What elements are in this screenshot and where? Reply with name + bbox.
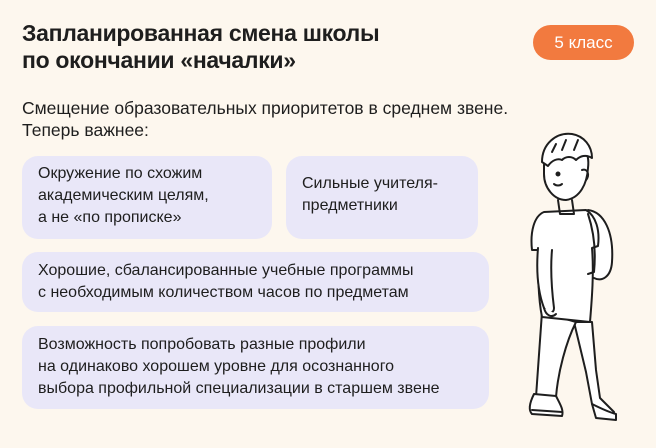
card-line: Хорошие, сбалансированные учебные програ… — [38, 262, 414, 279]
title-line-2: по окончании «началки» — [22, 47, 296, 73]
card-line: на одинаково хорошем уровне для осознанн… — [38, 358, 395, 375]
intro-line-1: Смещение образовательных приоритетов в с… — [22, 98, 509, 118]
grade-badge: 5 класс — [533, 25, 634, 60]
title-line-1: Запланированная смена школы — [22, 20, 380, 46]
intro-line-2: Теперь важнее: — [22, 120, 149, 140]
walking-boy-illustration — [528, 132, 617, 421]
card-line: с необходимым количеством часов по предм… — [38, 284, 409, 301]
card-line: Возможность попробовать разные профили — [38, 336, 366, 353]
card-line: академическим целям, — [38, 187, 209, 204]
priority-card-teachers: Сильные учителя- предметники — [286, 156, 478, 239]
priority-card-programs: Хорошие, сбалансированные учебные програ… — [22, 252, 489, 312]
card-line: предметники — [302, 197, 398, 214]
intro-text: Смещение образовательных приоритетов в с… — [22, 97, 508, 141]
priority-card-peers: Окружение по схожим академическим целям,… — [22, 156, 272, 239]
priority-card-profiles: Возможность попробовать разные профили н… — [22, 326, 489, 409]
page-title: Запланированная смена школы по окончании… — [22, 20, 380, 74]
card-line: Окружение по схожим — [38, 165, 203, 182]
card-line: а не «по прописке» — [38, 209, 182, 226]
card-line: выбора профильной специализации в старше… — [38, 380, 440, 397]
card-line: Сильные учителя- — [302, 175, 438, 192]
